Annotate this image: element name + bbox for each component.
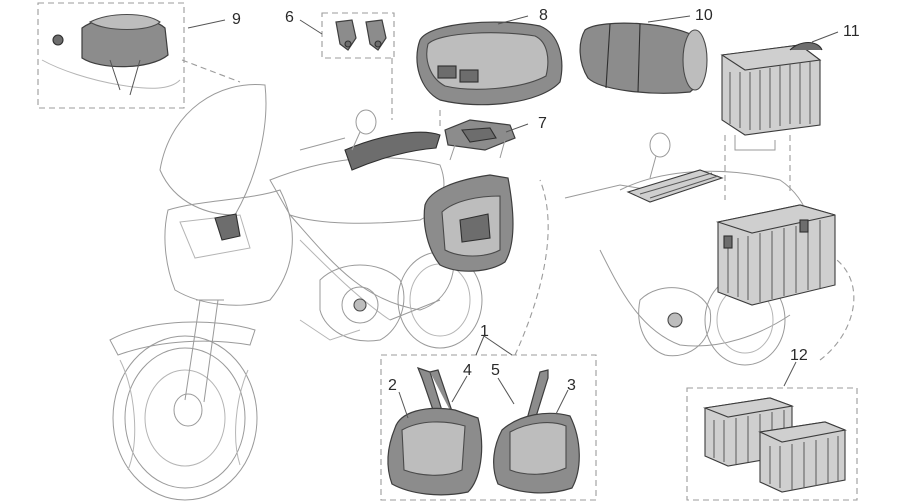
leader-lines — [187, 15, 839, 419]
frame-aluminium-cases — [686, 387, 858, 501]
aluminium-case-pair — [702, 397, 847, 493]
duffel-bag-part — [579, 22, 708, 94]
callout-3: 3 — [567, 377, 576, 394]
callout-6: 6 — [285, 9, 294, 26]
luggage-rack-part — [444, 119, 516, 161]
side-pannier-set — [387, 367, 580, 496]
callout-12: 12 — [790, 347, 808, 364]
callout-5: 5 — [491, 362, 500, 379]
mounted-aluminium-case — [715, 204, 836, 306]
callout-1: 1 — [480, 323, 489, 340]
callout-7: 7 — [538, 115, 547, 132]
aluminium-top-case-part — [720, 41, 823, 151]
motorcycle-left — [109, 83, 483, 501]
callout-4: 4 — [463, 362, 472, 379]
top-case-part — [416, 21, 563, 106]
hook-parts — [335, 19, 387, 51]
callout-2: 2 — [388, 377, 397, 394]
frame-hooks — [321, 12, 395, 59]
callout-11: 11 — [843, 23, 860, 40]
callout-9: 9 — [232, 11, 241, 28]
callout-labels: 1 2 3 4 5 6 7 8 9 10 11 12 — [232, 7, 860, 394]
callout-8: 8 — [539, 7, 548, 24]
callout-10: 10 — [695, 7, 713, 24]
mounted-pannier — [423, 174, 514, 272]
frame-tank-bag — [37, 2, 185, 109]
dashed-frames — [37, 2, 858, 501]
tank-bag-part — [41, 14, 181, 96]
